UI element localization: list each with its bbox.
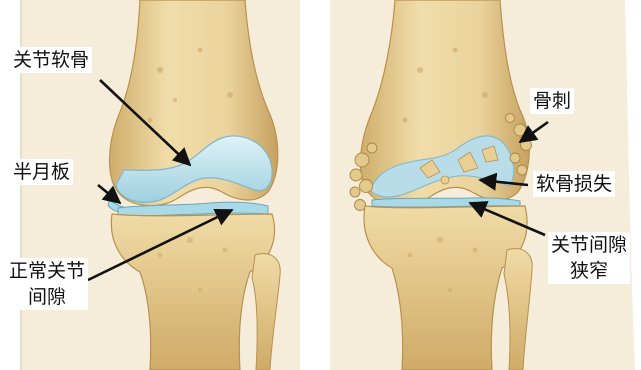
label-normal-joint-space-line2: 间隙 <box>9 284 85 310</box>
label-cartilage-loss: 软骨损失 <box>533 171 615 197</box>
label-normal-joint-space-line1: 正常关节 <box>9 258 85 284</box>
label-meniscus: 半月板 <box>10 159 73 185</box>
oa-tibial-cartilage <box>372 198 520 207</box>
label-joint-space-narrowing: 关节间隙 狭窄 <box>548 232 630 284</box>
label-normal-joint-space: 正常关节 间隙 <box>6 258 88 310</box>
label-joint-space-narrowing-line2: 狭窄 <box>551 258 627 284</box>
label-osteophyte: 骨刺 <box>530 88 574 114</box>
label-joint-space-narrowing-line1: 关节间隙 <box>551 232 627 258</box>
label-articular-cartilage: 关节软骨 <box>10 47 92 73</box>
